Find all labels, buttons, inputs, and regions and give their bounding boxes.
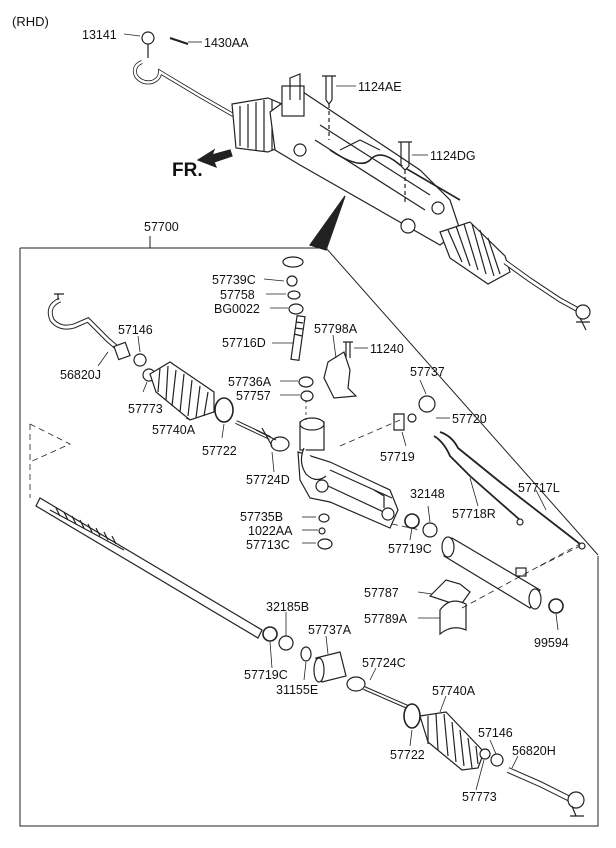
label-1124AE: 1124AE <box>358 80 402 94</box>
label-57146-right: 57146 <box>478 726 513 740</box>
seal-57736A-icon <box>298 376 314 388</box>
label-57758: 57758 <box>220 288 255 302</box>
top-bolt-1124AE-icon <box>322 75 336 105</box>
bushing-57735B-icon <box>318 513 330 523</box>
label-57773-left: 57773 <box>128 402 163 416</box>
callout-pointer <box>309 195 346 251</box>
label-1430AA: 1430AA <box>204 36 249 50</box>
snap-ring-icon <box>286 275 298 287</box>
yoke-plug-icon <box>418 395 436 413</box>
yoke-spring-icon <box>407 413 417 423</box>
variant-label: (RHD) <box>12 14 49 29</box>
label-56820J: 56820J <box>60 368 102 382</box>
label-57787: 57787 <box>364 586 399 600</box>
label-57716D: 57716D <box>222 336 266 350</box>
dust-cover-icon <box>282 256 304 268</box>
label-13141: 13141 <box>82 28 117 42</box>
dash-guides <box>29 419 581 609</box>
top-castle-nut-icon <box>141 31 155 45</box>
label-57719C-right: 57719C <box>388 542 432 556</box>
bolt-11240-icon <box>343 341 353 358</box>
ring-57719C-left-icon <box>262 626 278 642</box>
front-direction-label: FR. <box>172 160 203 181</box>
exploded-leaders <box>97 278 559 791</box>
top-rack-housing <box>269 89 461 246</box>
label-57719C-left: 57719C <box>244 668 288 682</box>
label-57789A: 57789A <box>364 612 408 626</box>
washer-icon <box>287 290 301 300</box>
label-57798A: 57798A <box>314 322 358 336</box>
label-56820H: 56820H <box>512 744 556 758</box>
label-57713C: 57713C <box>246 538 290 552</box>
lock-nut-left-icon <box>133 353 147 367</box>
boot-clamp-large-right-icon <box>403 703 421 729</box>
assembly-frame <box>19 236 599 827</box>
label-57724C: 57724C <box>362 656 406 670</box>
label-57722-right: 57722 <box>390 748 425 762</box>
top-fluid-line <box>329 149 461 201</box>
label-57737A: 57737A <box>308 623 352 637</box>
label-assembly-57700: 57700 <box>144 220 179 234</box>
label-57724D: 57724D <box>246 473 290 487</box>
label-57773-right: 57773 <box>462 790 497 804</box>
boot-clamp-large-left-icon <box>214 397 234 423</box>
gear-housing <box>297 417 399 529</box>
nut-57713C-icon <box>317 538 333 550</box>
label-32148: 32148 <box>410 487 445 501</box>
label-31155E: 31155E <box>276 683 319 697</box>
label-57737: 57737 <box>410 365 445 379</box>
top-leaders <box>123 33 428 156</box>
top-bolt-1124DG-icon <box>398 141 412 171</box>
label-57736A: 57736A <box>228 375 272 389</box>
bearing-icon <box>288 303 304 315</box>
label-57720: 57720 <box>452 412 487 426</box>
label-57146-left: 57146 <box>118 323 153 337</box>
seal-31155E-icon <box>300 646 312 662</box>
front-arrow-icon <box>196 148 233 169</box>
rack-bar <box>35 497 263 639</box>
tie-rod-end-left <box>47 293 131 361</box>
label-57719: 57719 <box>380 450 415 464</box>
ring-57719C-right-icon <box>404 513 420 529</box>
bellows-boot-left <box>149 361 215 421</box>
ring-99594-icon <box>548 598 564 614</box>
power-cylinder-tube <box>441 536 542 610</box>
label-57739C: 57739C <box>212 273 256 287</box>
label-57735B: 57735B <box>240 510 284 524</box>
label-57757: 57757 <box>236 389 271 403</box>
label-1022AA: 1022AA <box>248 524 293 538</box>
top-bellows-right <box>439 221 511 285</box>
o-ring-32148-icon <box>422 522 438 538</box>
label-99594: 99594 <box>534 636 569 650</box>
fluid-lines <box>433 431 586 550</box>
washer-1022AA-icon <box>318 527 326 535</box>
inner-tie-rod-left <box>235 420 290 452</box>
inner-tie-rod-right <box>346 676 411 710</box>
tie-rod-end-right <box>506 767 585 817</box>
rack-bushing-57737A <box>313 651 347 683</box>
label-57718R: 57718R <box>452 507 496 521</box>
label-57722-left: 57722 <box>202 444 237 458</box>
label-57717L: 57717L <box>518 481 560 495</box>
boot-clamp-small-right-icon <box>479 748 491 760</box>
label-1124DG: 1124DG <box>430 149 476 163</box>
pinion-shaft <box>290 314 306 362</box>
seal-57757-icon <box>300 390 314 402</box>
label-BG0022: BG0022 <box>214 302 260 316</box>
label-57740A-right: 57740A <box>432 684 476 698</box>
bellows-boot-right <box>419 711 485 771</box>
bracket-57798A <box>323 351 358 399</box>
seal-32185B-icon <box>278 635 294 651</box>
yoke-icon <box>393 413 405 431</box>
lock-nut-right-icon <box>490 753 504 767</box>
top-steering-gear-assembly <box>132 31 591 331</box>
mounting-bushing-icon <box>439 600 467 636</box>
label-32185B: 32185B <box>266 600 310 614</box>
top-cotter-pin-icon <box>169 37 189 45</box>
label-11240: 11240 <box>370 342 404 356</box>
label-57740A-left: 57740A <box>152 423 196 437</box>
